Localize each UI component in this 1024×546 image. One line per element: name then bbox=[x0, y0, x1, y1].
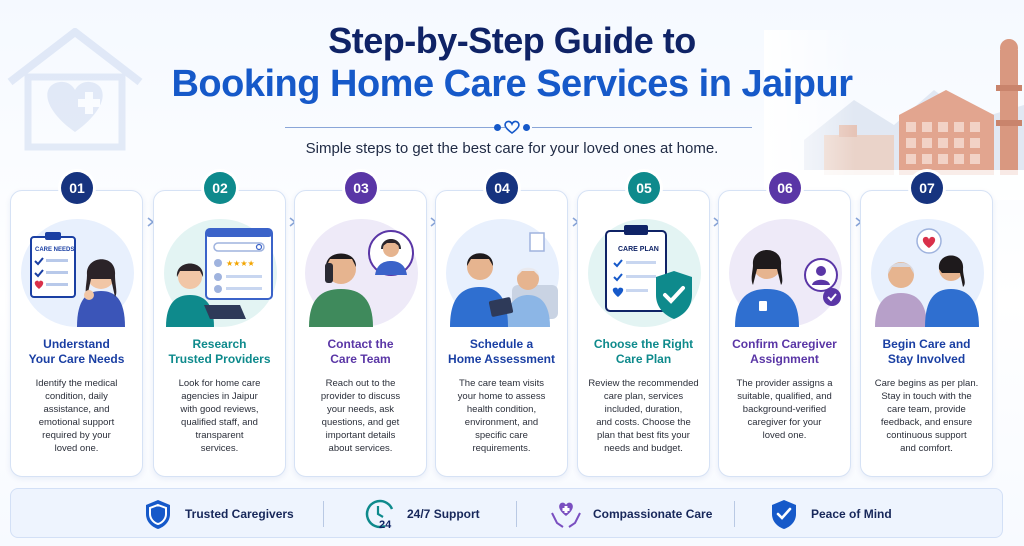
step-number-4: 04 bbox=[486, 172, 518, 204]
subtitle: Simple steps to get the best care for yo… bbox=[305, 140, 719, 157]
step-number-2: 02 bbox=[204, 172, 236, 204]
care-plan-illustration: CARE PLAN bbox=[588, 219, 701, 327]
feature-label: Trusted Caregivers bbox=[185, 507, 294, 521]
feature-label: 24/7 Support bbox=[407, 507, 480, 521]
home-assessment-illustration bbox=[446, 219, 559, 327]
step-number-6: 06 bbox=[769, 172, 801, 204]
title-divider bbox=[0, 120, 1024, 134]
step-number-3: 03 bbox=[345, 172, 377, 204]
contact-team-illustration bbox=[305, 219, 418, 327]
header: Step-by-Step Guide to Booking Home Care … bbox=[0, 20, 1024, 106]
svg-text:★★★★: ★★★★ bbox=[226, 259, 255, 268]
step-number-7: 07 bbox=[911, 172, 943, 204]
shield-icon bbox=[146, 500, 170, 529]
caregiver-assignment-illustration bbox=[729, 219, 842, 327]
feature-24-7-support: 24 24/7 Support bbox=[363, 497, 480, 531]
page-title-line1: Step-by-Step Guide to bbox=[328, 20, 696, 61]
feature-trusted-caregivers: Trusted Caregivers bbox=[141, 497, 294, 531]
care-needs-label: CARE NEEDS bbox=[35, 247, 74, 253]
feature-label: Compassionate Care bbox=[593, 507, 713, 521]
clock-24-icon: 24 bbox=[365, 499, 394, 531]
feature-compassionate-care: Compassionate Care bbox=[549, 497, 712, 531]
clock-24-text: 24 bbox=[379, 519, 392, 531]
hands-heart-icon bbox=[551, 502, 581, 528]
care-plan-label: CARE PLAN bbox=[618, 246, 659, 253]
shield-check-icon bbox=[772, 500, 796, 529]
jaipur-skyline-illustration bbox=[764, 30, 1024, 200]
research-providers-illustration: ★★★★ bbox=[164, 219, 277, 327]
care-needs-illustration: CARE NEEDS bbox=[21, 219, 134, 327]
heart-outline-icon bbox=[504, 120, 520, 134]
house-heart-icon bbox=[7, 28, 143, 151]
begin-care-illustration bbox=[871, 219, 984, 327]
step-number-5: 05 bbox=[628, 172, 660, 204]
features-bar: Trusted Caregivers 24 24/7 Support Compa… bbox=[10, 488, 1003, 538]
step-number-1: 01 bbox=[61, 172, 93, 204]
feature-label: Peace of Mind bbox=[811, 507, 892, 521]
step-description-7: Care begins as per plan.Stay in touch wi… bbox=[874, 378, 979, 454]
page-title-line2: Booking Home Care Services in Jaipur bbox=[171, 63, 853, 105]
feature-peace-of-mind: Peace of Mind bbox=[767, 497, 892, 531]
